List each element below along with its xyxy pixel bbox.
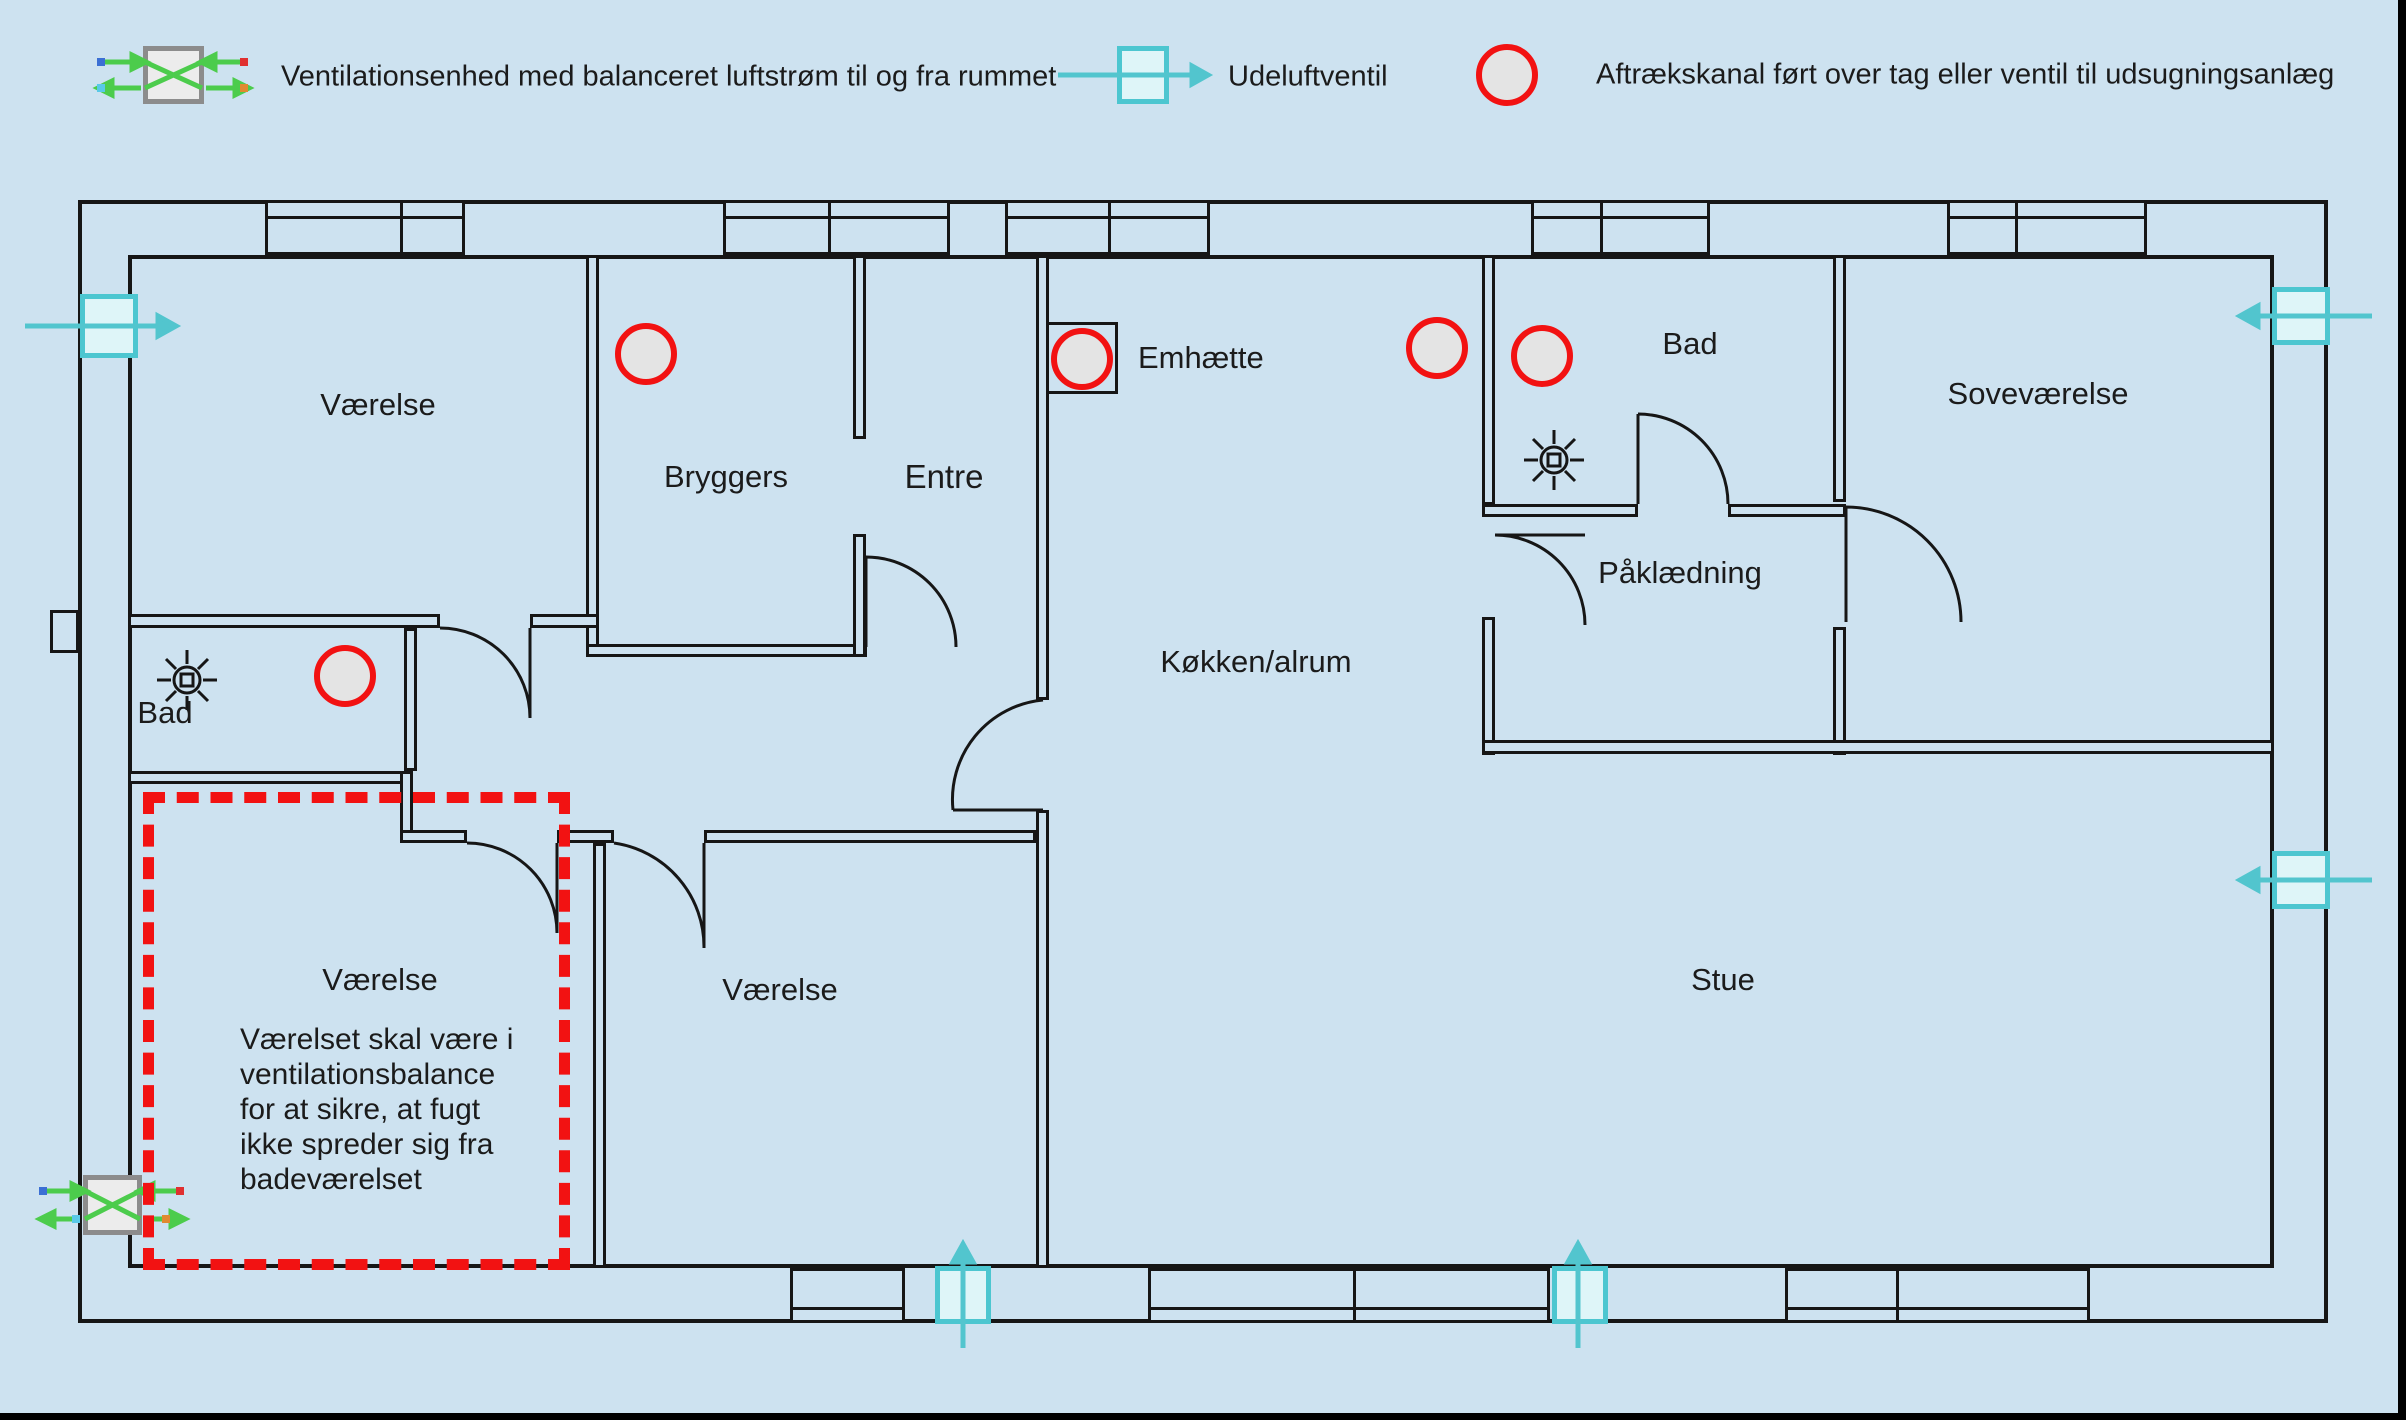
fan-icon	[1524, 430, 1584, 490]
window	[265, 200, 465, 255]
note-line: Værelset skal være i	[240, 1023, 514, 1056]
exhaust-duct-symbol	[1051, 328, 1113, 390]
room-label-sovevaerelse: Soveværelse	[1947, 376, 2129, 411]
screen-edge	[0, 1413, 2406, 1420]
emhaette-duct-box	[1046, 322, 1118, 394]
legend-exhaust-duct-label: Aftrækskanal ført over tag eller ventil …	[1596, 58, 2335, 91]
note-line: ikke spreder sig fra	[240, 1128, 494, 1161]
wall	[1482, 740, 2274, 754]
ventilation-unit-symbol	[83, 1175, 142, 1235]
room-label-koekken-alrum: Køkken/alrum	[1160, 644, 1352, 679]
exhaust-duct-symbol	[615, 323, 677, 385]
wall	[530, 614, 599, 628]
wall	[1482, 255, 1495, 505]
room-label-bryggers: Bryggers	[663, 459, 789, 494]
legend-udeluftventil-label: Udeluftventil	[1228, 60, 1388, 93]
room-label-bad-right: Bad	[1662, 326, 1718, 361]
legend-ventilation-unit-label: Ventilationsenhed med balanceret luftstr…	[281, 60, 1057, 93]
room-label-emhaette: Emhætte	[1138, 340, 1264, 375]
wall	[1482, 504, 1638, 517]
window	[1148, 1268, 1550, 1323]
fan-icon	[157, 650, 217, 710]
door-arc	[439, 412, 1963, 949]
exhaust-duct-symbol	[1406, 317, 1468, 379]
note-line: badeværelset	[240, 1163, 422, 1196]
note-line: for at sikre, at fugt	[240, 1093, 481, 1126]
room-label-bad-left: Bad	[137, 695, 193, 730]
wall	[1833, 255, 1846, 502]
wall	[404, 628, 417, 771]
wall	[557, 830, 614, 843]
room-label-paaklaedning: Påklædning	[1598, 555, 1762, 590]
room-label-entre: Entre	[904, 458, 984, 495]
window	[723, 200, 950, 255]
exhaust-duct-symbol	[314, 645, 376, 707]
screen-edge	[2398, 0, 2406, 1420]
window	[1531, 200, 1710, 255]
inner-wall-line	[128, 255, 2274, 1268]
exhaust-duct-symbol	[1511, 325, 1573, 387]
note-line: ventilationsbalance	[240, 1058, 496, 1091]
window	[790, 1268, 905, 1323]
annotation-note: Værelset skal være i ventilationsbalance…	[240, 1022, 570, 1197]
room-label-vaerelse-mid: Værelse	[722, 972, 838, 1007]
room-label-vaerelse: Værelse	[320, 387, 436, 422]
wall-niche	[50, 610, 79, 653]
window	[1005, 200, 1210, 255]
exhaust-duct-icon	[1476, 44, 1538, 106]
balanced-flow-arrows-icon	[92, 50, 255, 100]
wall	[704, 830, 1036, 843]
window	[1947, 200, 2147, 255]
annotation-box	[143, 792, 570, 1270]
room-label-stue: Stue	[1691, 962, 1755, 997]
ventilation-unit-icon	[143, 46, 204, 104]
wall	[853, 255, 866, 439]
wall	[593, 843, 606, 1268]
window	[1785, 1268, 2090, 1323]
wall	[1036, 255, 1049, 700]
wall	[400, 830, 467, 843]
wall	[128, 614, 440, 628]
airflow-arrow-icon	[25, 61, 2372, 1348]
annotated-room-label: Værelse	[322, 962, 438, 997]
